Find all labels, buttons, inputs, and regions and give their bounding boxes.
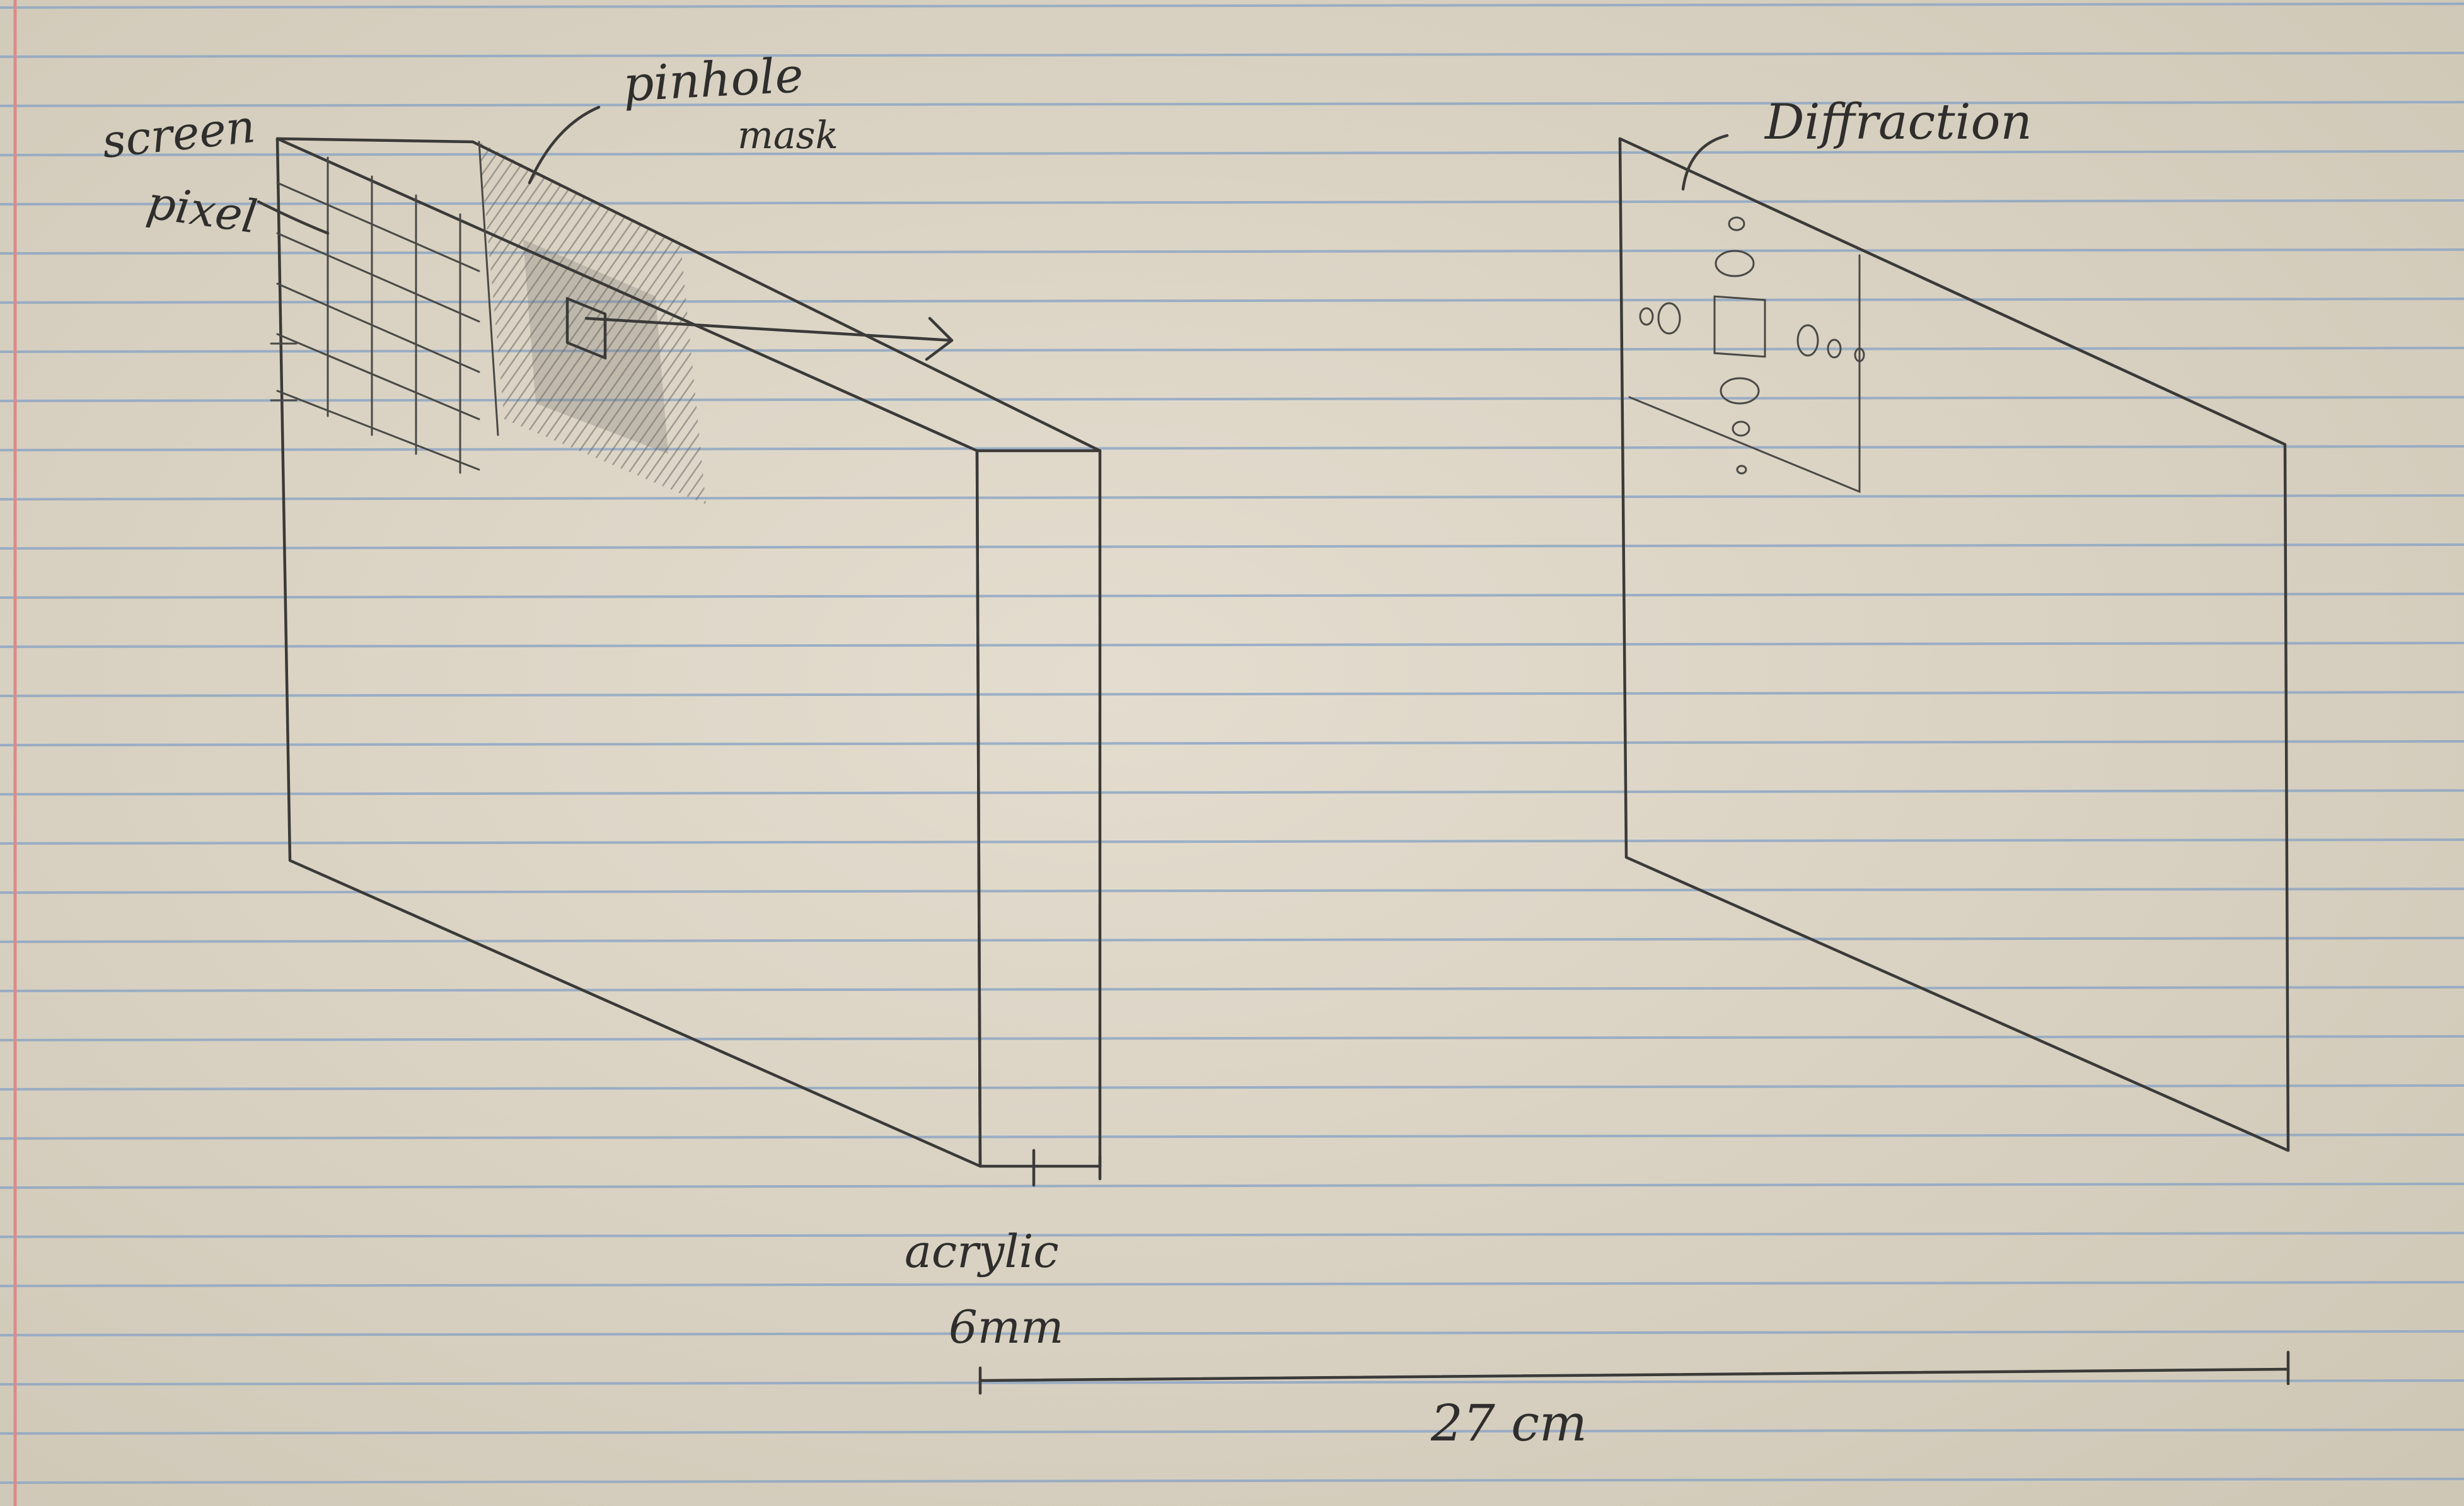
ruled-line <box>0 150 2464 156</box>
central-maximum <box>1713 295 1766 358</box>
ruled-line <box>0 1035 2464 1041</box>
spot-bottom-3 <box>1736 465 1747 475</box>
ruled-line <box>0 3 2464 9</box>
ruled-line <box>0 593 2464 599</box>
ruled-line <box>0 838 2464 845</box>
spot-top-1 <box>1715 250 1755 277</box>
ruled-line <box>0 494 2464 501</box>
spot-right-3 <box>1854 347 1865 362</box>
ruled-line <box>0 445 2464 451</box>
ruled-line <box>0 1133 2464 1140</box>
spot-bottom-1 <box>1720 377 1760 405</box>
label-acrylic: acrylic <box>905 1225 1059 1278</box>
spot-right-1 <box>1796 324 1819 357</box>
ruled-line <box>0 937 2464 943</box>
ruled-line <box>0 298 2464 304</box>
screen-pixel-grid <box>276 141 499 474</box>
label-distance: 27 cm <box>1430 1394 1587 1452</box>
spot-left-2 <box>1639 307 1654 326</box>
ruled-line <box>0 347 2464 353</box>
ruled-line <box>0 1330 2464 1336</box>
pinhole-aperture <box>565 297 607 360</box>
ruled-line <box>0 1084 2464 1091</box>
ruled-line <box>0 642 2464 648</box>
diffraction-plane <box>1618 137 2290 1152</box>
label-diffraction: Diffraction <box>1764 94 2032 151</box>
ruled-line <box>0 1281 2464 1287</box>
label-mask: mask <box>737 113 838 158</box>
ruled-line <box>0 52 2464 58</box>
screen-and-acrylic-block <box>257 105 1102 1187</box>
ruled-line <box>0 101 2464 107</box>
ruled-line <box>0 789 2464 796</box>
ruled-line <box>0 1232 2464 1238</box>
distance-line <box>978 1367 2290 1382</box>
spot-bottom-2 <box>1732 420 1750 437</box>
arrowhead-icon <box>925 316 954 361</box>
diffraction-pattern <box>1639 216 1865 475</box>
pinhole-mask-leader <box>528 105 601 185</box>
label-pinhole: pinhole <box>622 47 804 112</box>
ruled-lines <box>0 3 2464 1484</box>
diffraction-leader <box>1681 134 1729 191</box>
ruled-line <box>0 691 2464 697</box>
ruled-line <box>0 888 2464 894</box>
pinhole-mask-shading <box>479 142 706 504</box>
label-thickness: 6mm <box>949 1300 1063 1353</box>
light-ray-arrow <box>584 316 954 342</box>
diffraction-screen <box>1618 134 2290 1152</box>
ruled-line <box>0 1183 2464 1189</box>
ruled-line <box>0 248 2464 255</box>
spot-right-2 <box>1827 339 1842 359</box>
spot-left-1 <box>1657 302 1681 335</box>
ruled-line <box>0 1379 2464 1386</box>
ruled-line <box>0 986 2464 992</box>
pinhole-mask-shading-dark <box>523 240 668 454</box>
block-side-face <box>975 449 1102 1168</box>
ruled-line <box>0 1478 2464 1484</box>
diffraction-inner-panel <box>1628 254 1861 494</box>
ruled-line <box>0 199 2464 206</box>
spot-top-2 <box>1728 216 1745 231</box>
ruled-line <box>0 543 2464 550</box>
ruled-line <box>0 396 2464 402</box>
distance-scale <box>978 1350 2290 1395</box>
ruled-line <box>0 1428 2464 1435</box>
ruled-line <box>0 740 2464 746</box>
screen-pixel-leader <box>257 200 330 235</box>
